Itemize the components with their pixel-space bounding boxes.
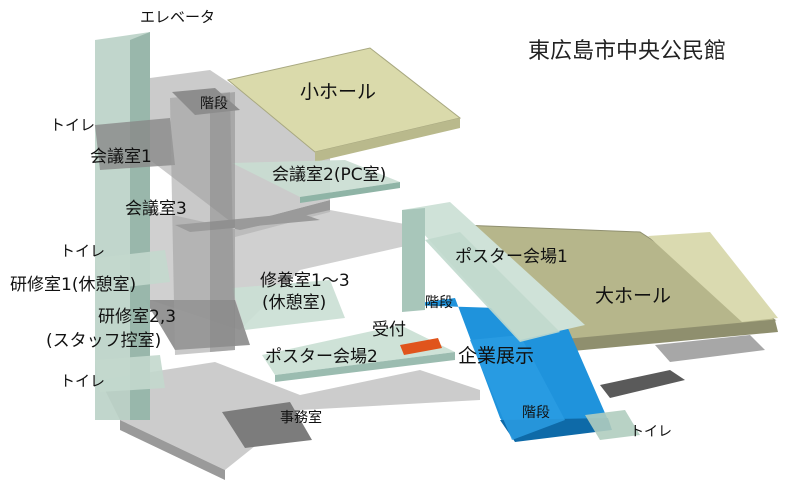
label-stairs-exhibit: 階段 [522,405,550,421]
poster-hall-1-side [402,208,425,312]
label-small-hall: 小ホール [300,81,376,103]
label-meeting-room-1: 会議室1 [90,147,152,167]
right-corridor [600,370,685,398]
large-hall-stage [648,232,778,322]
right-walkway [655,335,765,362]
label-meeting-room-2: 会議室2(PC室) [272,165,386,185]
label-office: 事務室 [280,409,322,426]
lower-floor-edge [120,420,225,480]
label-training-room-1: 研修室1(休憩室) [10,275,136,295]
toilet-right-slab [585,410,640,440]
page-title: 東広島市中央公民館 [528,39,726,64]
meeting-room-2-edge [300,182,400,203]
toilet-low-slab [95,355,165,392]
stair-tower-side [210,92,235,352]
label-staff-waiting: (スタッフ控室) [46,331,161,351]
label-stairs-upper: 階段 [200,96,228,112]
label-poster-hall-1: ポスター会場1 [455,247,568,267]
small-hall-side [315,118,460,162]
poster-hall-1-front [425,232,560,342]
office-block [222,402,312,448]
poster-hall-2-slab [262,325,455,375]
culture-rooms-slab [232,280,345,330]
label-large-hall: 大ホール [595,285,671,307]
stairs-upper-block [172,88,240,115]
reception-block [400,338,442,355]
label-reception: 受付 [372,320,406,340]
label-elevator: エレベータ [140,8,215,26]
label-culture-rooms: 修養室1〜3 [260,271,350,291]
poster-hall-2-edge [275,352,455,382]
label-training-room-23: 研修室2,3 [98,307,176,327]
label-toilet-top: トイレ [50,116,95,134]
label-poster-hall-2: ポスター会場2 [265,347,378,367]
exhibit-wall [470,335,565,440]
label-meeting-room-3: 会議室3 [125,199,187,219]
label-toilet-low: トイレ [60,372,105,390]
training-room-1-slab [95,250,170,290]
label-rest-room: (休憩室) [262,293,326,313]
label-toilet-mid: トイレ [60,242,105,260]
meeting-room-1-slab [95,118,175,170]
label-stairs-front: 階段 [425,295,453,311]
label-corporate-exhibit: 企業展示 [458,345,534,367]
large-hall-edge [560,320,778,352]
meeting-room-2-slab [232,160,400,197]
label-toilet-right: トイレ [630,424,672,440]
